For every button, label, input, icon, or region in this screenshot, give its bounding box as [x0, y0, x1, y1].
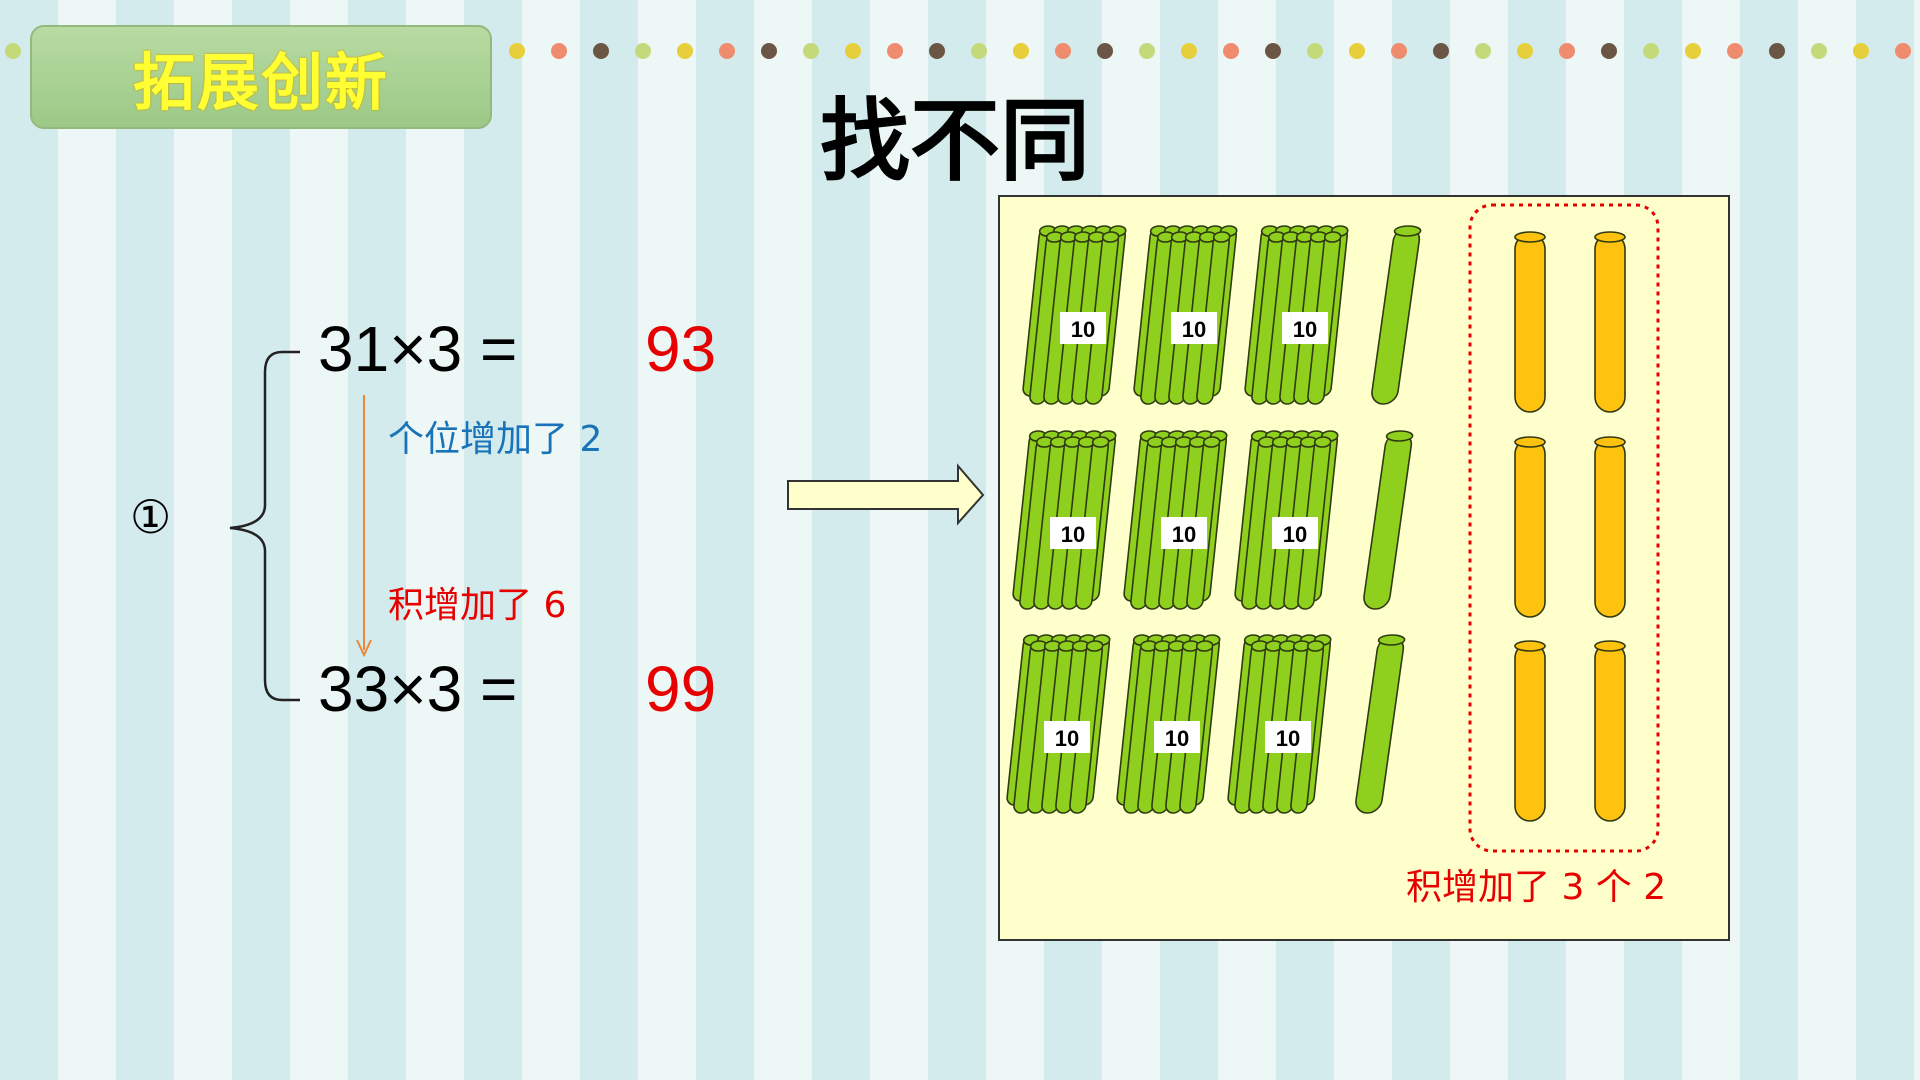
- bundle-label: 10: [1172, 522, 1196, 547]
- panel-caption: 积增加了 3 个 2: [1406, 867, 1667, 908]
- decorative-dot: [803, 43, 819, 59]
- stick-bundle-icon: 10: [1244, 225, 1349, 405]
- decorative-dot: [1559, 43, 1575, 59]
- single-orange-stick: [1594, 436, 1626, 618]
- single-green-stick: [1371, 225, 1422, 405]
- decorative-dot: [593, 43, 609, 59]
- single-orange-stick: [1594, 640, 1626, 822]
- decorative-dot: [1727, 43, 1743, 59]
- decorative-dot: [929, 43, 945, 59]
- equation-2: 33×3 =: [318, 653, 518, 725]
- decorative-dot: [5, 43, 21, 59]
- ones-digit-note: 个位增加了 2: [388, 419, 603, 460]
- stick-bundle-icon: 10: [1006, 634, 1111, 814]
- single-orange-stick: [1514, 231, 1546, 413]
- decorative-dot: [1055, 43, 1071, 59]
- decorative-dot: [1811, 43, 1827, 59]
- decorative-dot: [1517, 43, 1533, 59]
- decorative-dot: [1895, 43, 1911, 59]
- product-note: 积增加了 6: [388, 585, 567, 626]
- curly-brace-icon: [229, 350, 300, 702]
- equation-2-result: 99: [645, 653, 717, 725]
- decorative-dot: [1097, 43, 1113, 59]
- decorative-dot: [1601, 43, 1617, 59]
- down-arrow-icon: [356, 395, 372, 658]
- bundle-label: 10: [1071, 317, 1095, 342]
- decorative-dot: [887, 43, 903, 59]
- single-orange-stick: [1514, 436, 1546, 618]
- stick-bundle-icon: 10: [1227, 634, 1332, 814]
- decorative-dot: [845, 43, 861, 59]
- decorative-dot: [509, 43, 525, 59]
- decorative-dot: [1685, 43, 1701, 59]
- stick-bundle-icon: 10: [1133, 225, 1238, 405]
- bundle-label: 10: [1182, 317, 1206, 342]
- decorative-dot: [719, 43, 735, 59]
- decorative-dot: [1391, 43, 1407, 59]
- bundle-label: 10: [1276, 726, 1300, 751]
- single-green-stick: [1363, 430, 1414, 610]
- decorative-dot: [761, 43, 777, 59]
- decorative-dot: [1349, 43, 1365, 59]
- decorative-dot: [635, 43, 651, 59]
- decorative-dot-row: [0, 43, 1920, 63]
- stick-bundle-icon: 10: [1234, 430, 1339, 610]
- stick-bundle-icon: 10: [1116, 634, 1221, 814]
- decorative-dot: [1643, 43, 1659, 59]
- decorative-dot: [1013, 43, 1029, 59]
- section-badge: 拓展创新: [30, 25, 492, 129]
- decorative-dot: [971, 43, 987, 59]
- decorative-dot: [1853, 43, 1869, 59]
- bundle-label: 10: [1061, 522, 1085, 547]
- bundle-label: 10: [1283, 522, 1307, 547]
- single-orange-stick: [1514, 640, 1546, 822]
- stick-bundle-icon: 10: [1123, 430, 1228, 610]
- stick-bundle-icon: 10: [1022, 225, 1127, 405]
- decorative-dot: [677, 43, 693, 59]
- section-badge-label: 拓展创新: [132, 46, 389, 119]
- single-green-stick: [1355, 634, 1406, 814]
- decorative-dot: [1307, 43, 1323, 59]
- right-arrow-icon: [787, 463, 985, 526]
- stick-bundle-icon: 10: [1012, 430, 1117, 610]
- decorative-dot: [551, 43, 567, 59]
- decorative-dot: [1223, 43, 1239, 59]
- bundle-label: 10: [1165, 726, 1189, 751]
- decorative-dot: [1181, 43, 1197, 59]
- equation-1: 31×3 =: [318, 313, 518, 385]
- equation-1-result: 93: [645, 313, 717, 385]
- problem-number: ①: [130, 490, 172, 544]
- decorative-dot: [1769, 43, 1785, 59]
- bundle-label: 10: [1055, 726, 1079, 751]
- page-title: 找不同: [820, 89, 1090, 194]
- highlight-box: [1468, 203, 1660, 853]
- decorative-dot: [1475, 43, 1491, 59]
- decorative-dot: [1139, 43, 1155, 59]
- bundle-label: 10: [1293, 317, 1317, 342]
- decorative-dot: [1265, 43, 1281, 59]
- single-orange-stick: [1594, 231, 1626, 413]
- decorative-dot: [1433, 43, 1449, 59]
